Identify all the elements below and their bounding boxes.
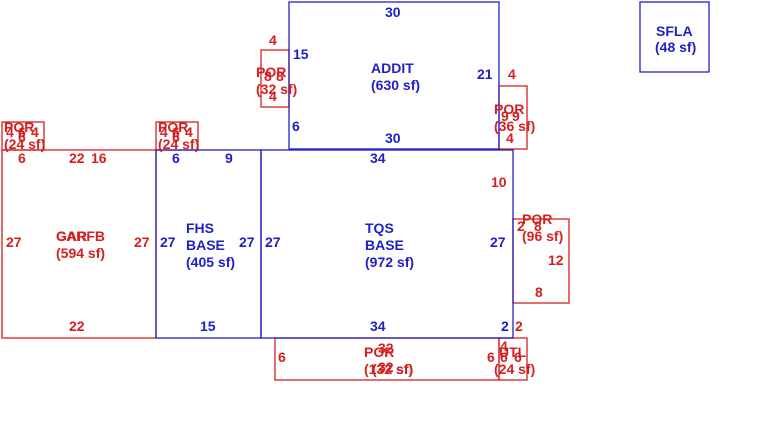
por-addit-left-label: POR xyxy=(256,64,286,80)
dim-porR-side: 9 xyxy=(501,108,509,124)
dim-addit-bottom: 30 xyxy=(385,130,401,146)
por-carfb-label: POR xyxy=(4,119,34,135)
dim-carfb-top-c: 16 xyxy=(91,150,107,166)
carfb-area: (594 sf) xyxy=(56,245,105,261)
dim-tqs-right: 27 xyxy=(490,234,506,250)
por-fhs-label: POR xyxy=(158,119,188,135)
addit-area: (630 sf) xyxy=(371,77,420,93)
dim-porBot-left: 6 xyxy=(278,349,286,365)
dim-porC-c: 4 xyxy=(31,124,39,140)
dim-carfb-top-a: 6 xyxy=(18,150,26,166)
tqs-area: (972 sf) xyxy=(365,254,414,270)
dim-utl-c: 4 xyxy=(500,338,508,354)
fhs-base-outline xyxy=(155,149,262,339)
gar-label: GAR xyxy=(56,228,87,244)
dim-porL-inner: 8 xyxy=(276,68,284,84)
dim-carfb-top-b: 22 xyxy=(69,150,85,166)
dim-porF-d: 6 xyxy=(172,129,180,145)
dim-porR-inner: 9 xyxy=(512,108,520,124)
por-addit-right-label: POR xyxy=(494,101,524,117)
por-carfb-area: (24 sf) xyxy=(4,136,45,152)
addit-label: ADDIT xyxy=(371,60,414,76)
carfb-label: CARFB xyxy=(56,228,105,244)
dim-porR-bottom: 4 xyxy=(506,130,514,146)
dim-fhs-bottom: 15 xyxy=(200,318,216,334)
dim-por96-top: 2 xyxy=(517,218,525,234)
dim-addit-left-upper: 15 xyxy=(293,46,309,62)
dim-fhs-left: 27 xyxy=(160,234,176,250)
por-fhs-area: (24 sf) xyxy=(158,136,199,152)
carfb-outline xyxy=(1,149,157,339)
dim-porBot-inner: 32 xyxy=(378,359,394,375)
dim-porL-top: 4 xyxy=(269,32,277,48)
dim-fhs-right: 27 xyxy=(239,234,255,250)
por-tqs-right-area: (96 sf) xyxy=(522,228,563,244)
dim-fhs-top-a: 6 xyxy=(172,150,180,166)
dim-tqs-left: 27 xyxy=(265,234,281,250)
dim-addit-top: 30 xyxy=(385,4,401,20)
dim-carfb-left: 27 xyxy=(6,234,22,250)
dim-utl-a: 6 xyxy=(500,349,508,365)
por-bottom-label: POR xyxy=(364,344,394,360)
fhs-area: (405 sf) xyxy=(186,254,235,270)
dim-carfb-bottom: 22 xyxy=(69,318,85,334)
dim-tqs-bottom: 34 xyxy=(370,318,386,334)
dim-porC-d: 6 xyxy=(18,129,26,145)
por-tqs-right-label: POR xyxy=(522,211,552,227)
sfla-label: SFLA xyxy=(656,23,693,39)
dim-utl-top: 2 xyxy=(515,318,523,334)
dim-addit-right: 21 xyxy=(477,66,493,82)
utl-area: (24 sf) xyxy=(494,361,535,377)
dim-por96-bottom: 8 xyxy=(535,284,543,300)
dim-porC-a: 4 xyxy=(6,124,14,140)
fhs-label: FHS xyxy=(186,220,214,236)
dim-porL-bottom: 4 xyxy=(269,88,277,104)
por-bottom-area: (132 sf) xyxy=(364,361,413,377)
dim-utl-b: 6 xyxy=(514,349,522,365)
por-bottom-area-overlap: (32 sf) xyxy=(372,361,413,377)
dim-porF-c: 4 xyxy=(185,124,193,140)
por-carfb-outline xyxy=(1,121,45,151)
tqs-label2: BASE xyxy=(365,237,404,253)
dim-porR-top: 4 xyxy=(508,66,516,82)
sfla-area: (48 sf) xyxy=(655,39,696,55)
dim-porC-b: 6 xyxy=(18,124,26,140)
utl-label: UTL xyxy=(499,344,527,360)
dim-tqs-right-upper: 10 xyxy=(491,174,507,190)
fhs-label2: BASE xyxy=(186,237,225,253)
dim-porL-side: 8 xyxy=(264,68,272,84)
dim-fhs-top-b: 9 xyxy=(225,150,233,166)
addit-outline xyxy=(288,1,500,150)
dim-carfb-right: 27 xyxy=(134,234,150,250)
dim-por96-side: 12 xyxy=(548,252,564,268)
dim-porF-a: 4 xyxy=(160,124,168,140)
dim-porBot-top: 32 xyxy=(378,340,394,356)
tqs-label: TQS xyxy=(365,220,394,236)
dim-porF-b: 6 xyxy=(172,124,180,140)
dim-tqs-top: 34 xyxy=(370,150,386,166)
por-addit-right-area: (36 sf) xyxy=(494,118,535,134)
dim-por96-inner: 8 xyxy=(534,218,542,234)
por-addit-left-area: (32 sf) xyxy=(256,81,297,97)
dim-tqs-right-small: 2 xyxy=(501,318,509,334)
dim-porBot-right: 6 xyxy=(487,349,495,365)
dim-addit-left-lower: 6 xyxy=(292,118,300,134)
sfla-outline xyxy=(639,1,710,73)
